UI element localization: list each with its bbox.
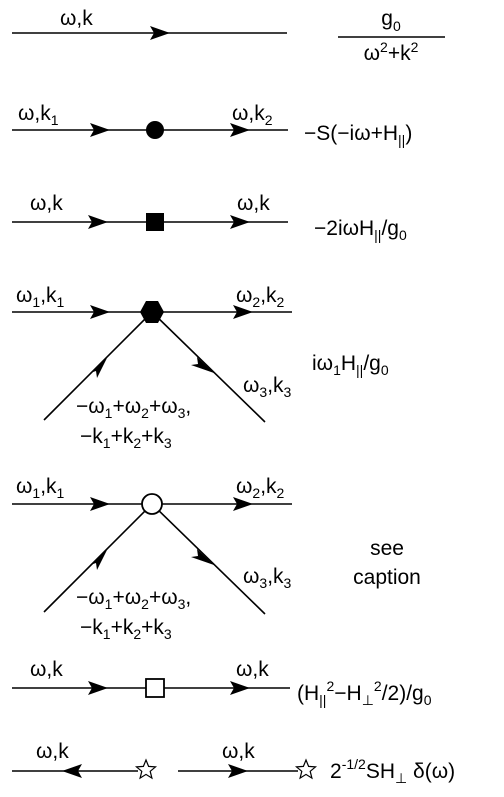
propagator-denominator: ω2+k2 [364,39,419,65]
incoming-frequency-sum: −ω1+ω2+ω3, [76,586,191,612]
right-momentum-label: ω,k [222,740,255,763]
filled-hexagon-vertex-icon [140,301,164,323]
rule-square-vertex: ω,k ω,k −2iωH||/g0 [12,192,407,243]
outgoing-momentum-label: ω,k2 [232,102,273,128]
arrow-right-icon [88,681,108,695]
vertex-factor: −2iωH||/g0 [314,217,407,243]
rule-open-circle-vertex: ω1,k1 ω2,k2 ω3,k3 −ω1+ω2+ω3, −k1+k2+k3 s… [12,475,421,642]
vertex-factor: iω1H||/g0 [312,352,389,378]
open-circle-vertex-icon [141,493,163,515]
arrow-left-icon [62,764,82,778]
incoming-momentum-label: ω1,k1 [16,284,65,310]
incoming-momentum-label: ω1,k1 [16,475,65,501]
rule-circle-vertex: ω,k1 ω,k2 −S(−iω+H||) [12,102,412,148]
open-square-vertex-icon [145,678,165,698]
arrow-right-icon [90,305,110,319]
rule-propagator: ω,k g0 ω2+k2 [12,7,445,65]
outgoing-momentum-label: ω,k [237,192,270,215]
outgoing-momentum-label: ω2,k2 [236,475,285,501]
arrow-right-icon [230,215,250,229]
rule-open-square-vertex: ω,k ω,k (H||2−H⊥2/2)/g0 [12,658,432,708]
see-caption-line1: see [370,537,404,560]
arrow-up-right-icon [90,358,107,378]
propagator-numerator: g0 [381,7,401,34]
source-factor: 2-1/2SH⊥ δ(ω) [330,756,455,786]
arrow-right-icon [230,123,250,137]
outgoing-diagonal-line [151,311,266,423]
arrow-right-icon [90,497,110,511]
arrow-down-right-icon [191,357,214,373]
see-caption-line2: caption [353,566,421,589]
incoming-momentum-label: ω,k [30,658,63,681]
second-outgoing-momentum-label: ω3,k3 [243,565,292,591]
outgoing-diagonal-line [151,503,266,615]
arrow-down-right-icon [191,549,214,565]
rule-hexagon-vertex: ω1,k1 ω2,k2 ω3,k3 −ω1+ω2+ω3, −k1+k2+k3 i… [12,284,389,451]
rule-star-sources: ω,k ω,k 2-1/2SH⊥ δ(ω) [12,740,455,786]
incoming-momentum-label: ω,k1 [18,102,59,128]
vertex-factor: −S(−iω+H||) [304,122,412,148]
filled-circle-vertex-icon [146,121,164,139]
incoming-frequency-sum: −ω1+ω2+ω3, [76,395,191,421]
arrow-right-icon [228,764,248,778]
arrow-right-icon [233,497,253,511]
momentum-label: ω,k [60,7,93,30]
arrow-right-icon [90,123,110,137]
arrow-right-icon [233,305,253,319]
arrow-right-icon [150,26,170,40]
incoming-wavevector-sum: −k1+k2+k3 [80,616,172,642]
second-outgoing-momentum-label: ω3,k3 [243,374,292,400]
vertex-factor: (H||2−H⊥2/2)/g0 [297,678,432,708]
filled-square-vertex-icon [146,213,164,231]
star-source-icon [294,758,318,780]
outgoing-momentum-label: ω,k [236,658,269,681]
star-source-icon [134,758,158,780]
arrow-up-right-icon [90,550,107,570]
outgoing-momentum-label: ω2,k2 [236,284,285,310]
arrow-right-icon [230,681,250,695]
left-momentum-label: ω,k [36,740,69,763]
arrow-right-icon [88,215,108,229]
incoming-wavevector-sum: −k1+k2+k3 [80,425,172,451]
incoming-momentum-label: ω,k [30,192,63,215]
